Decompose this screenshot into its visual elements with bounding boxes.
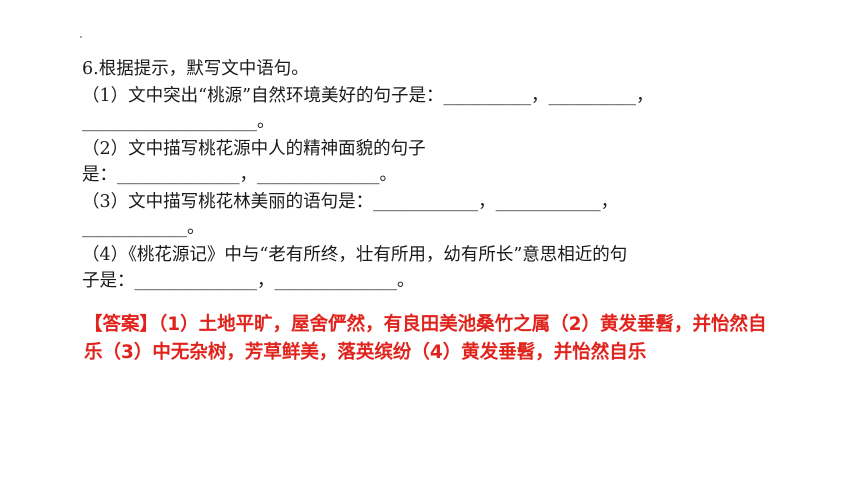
question-line-3: （2）文中描写桃花源中人的精神面貌的句子 (82, 138, 426, 159)
question-line-7: （4）《桃花源记》中与“老有所终，壮有所用，幼有所长”意思相近的句 (82, 244, 628, 265)
question-line-6: ____________。 (82, 218, 205, 238)
question-title: 6.根据提示，默写文中语句。 (82, 59, 309, 79)
question-line-1: （1）文中突出“桃源”自然环境美好的句子是：__________，_______… (82, 85, 654, 106)
decorative-dot (80, 36, 82, 38)
question-line-2: ____________________。 (82, 112, 275, 132)
answer-text: 【答案】（1）土地平旷，屋舍俨然，有良田美池桑竹之属（2）黄发垂髫，并怡然自乐（… (84, 314, 767, 363)
question-line-8: 子是：______________，______________。 (82, 271, 415, 291)
question-block: 6.根据提示，默写文中语句。 （1）文中突出“桃源”自然环境美好的句子是：___… (82, 56, 802, 295)
question-line-4: 是：______________，______________。 (82, 165, 397, 185)
question-line-5: （3）文中描写桃花林美丽的语句是：____________，__________… (82, 191, 619, 212)
